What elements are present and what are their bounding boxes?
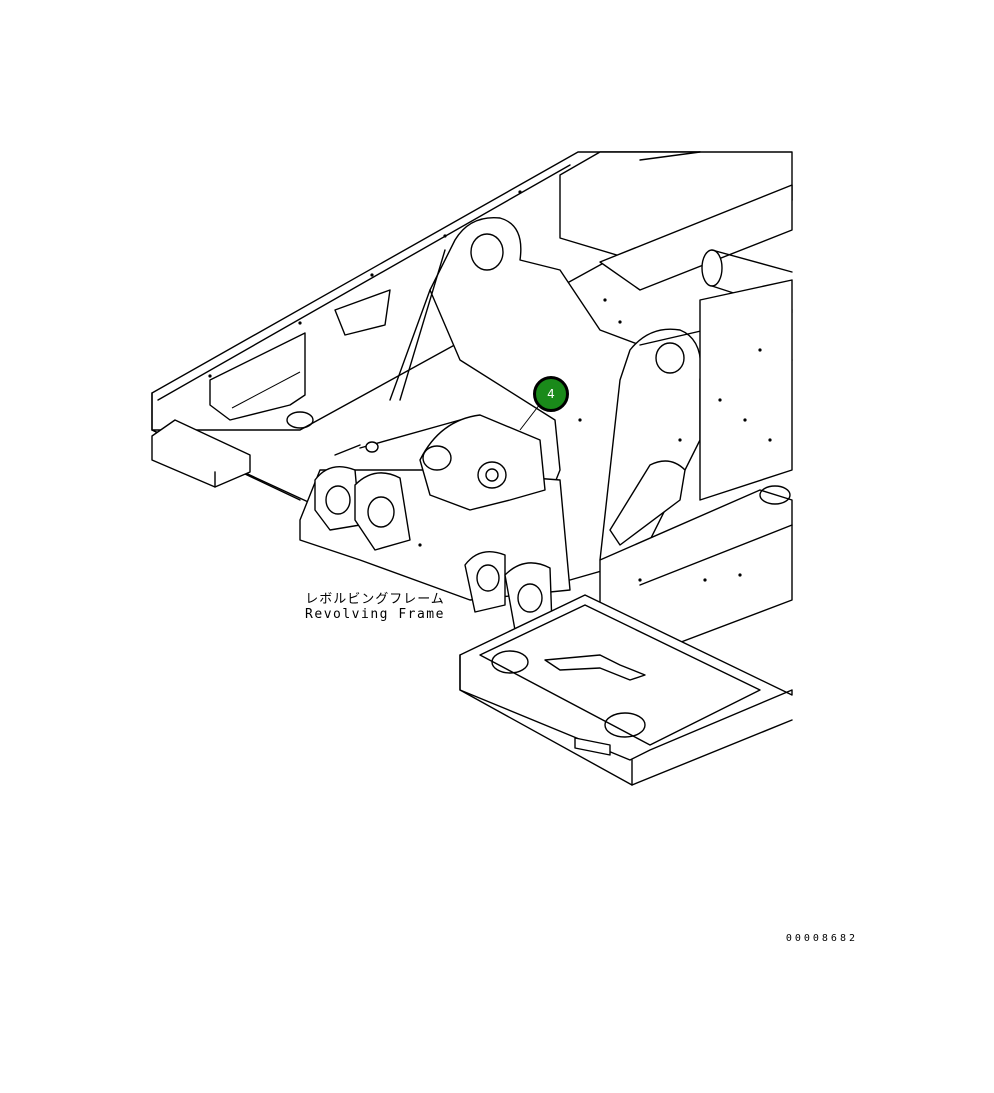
swing-motor-assembly bbox=[334, 414, 546, 511]
lower-front-floor bbox=[459, 594, 793, 786]
right-side-frame bbox=[599, 279, 793, 651]
part-label-english: Revolving Frame bbox=[305, 607, 445, 622]
part-label-japanese: レボルビングフレーム bbox=[305, 592, 445, 607]
drawing-reference-id: 00008682 bbox=[785, 933, 858, 944]
callout-leader-line bbox=[519, 403, 541, 431]
callout-badge-4[interactable]: 4 bbox=[533, 376, 569, 412]
rivet-dots bbox=[208, 190, 772, 582]
rear-structure bbox=[559, 151, 793, 313]
